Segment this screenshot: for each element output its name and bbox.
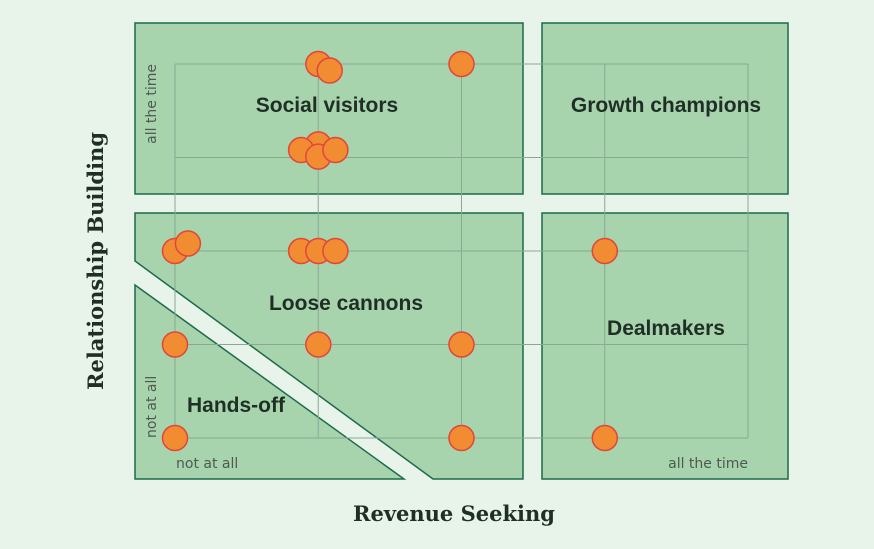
data-point-2 <box>448 50 475 78</box>
tick-labels: not at all all the time not at all all t… <box>144 64 748 472</box>
y-axis-label: Relationship Building <box>83 132 108 390</box>
data-point-18 <box>591 424 619 452</box>
quadrant-labels: Social visitors Growth champions Loose c… <box>187 94 761 417</box>
quadrant-label-social: Social visitors <box>256 94 398 117</box>
x-tick-low: not at all <box>176 456 238 472</box>
y-tick-low: not at all <box>144 376 160 438</box>
data-point-6 <box>322 136 349 164</box>
quadrant-label-loose: Loose cannons <box>269 292 423 315</box>
panel-growth <box>541 22 789 195</box>
data-point-17 <box>448 424 475 452</box>
panel-handsoff <box>134 283 407 480</box>
data-point-1 <box>316 57 343 84</box>
data-point-15 <box>448 331 475 358</box>
quadrant-label-handsoff: Hands-off <box>187 394 286 417</box>
quadrant-label-growth: Growth champions <box>571 94 761 117</box>
x-tick-high: all the time <box>668 456 748 472</box>
panel-dealmakers <box>541 212 789 480</box>
y-tick-high: all the time <box>144 64 160 144</box>
quadrant-label-dealmakers: Dealmakers <box>607 317 725 340</box>
data-point-11 <box>322 237 349 265</box>
data-point-14 <box>305 331 332 358</box>
data-point-8 <box>174 230 202 257</box>
data-point-12 <box>591 237 619 265</box>
data-point-13 <box>161 331 189 358</box>
data-points <box>161 50 619 452</box>
data-point-16 <box>161 424 189 452</box>
x-axis-label: Revenue Seeking <box>353 501 555 526</box>
